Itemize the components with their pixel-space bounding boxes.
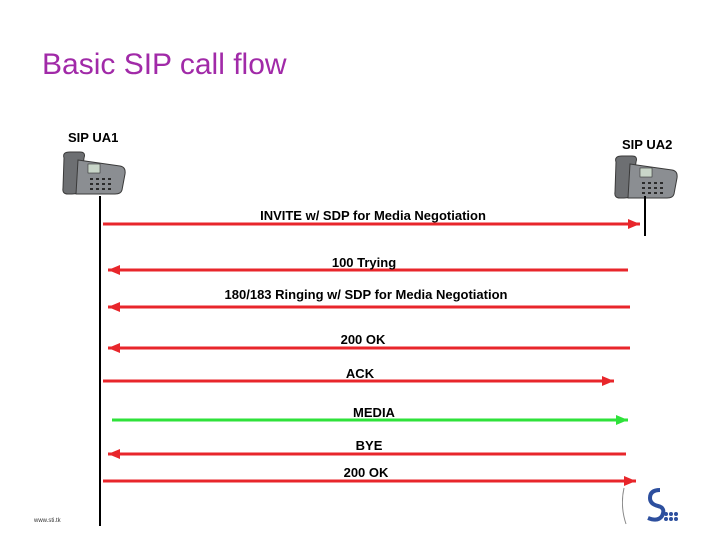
desk-phone-icon <box>612 154 680 205</box>
message-arrow-ack <box>103 376 614 386</box>
desk-phone-icon <box>60 150 128 201</box>
message-label-200-ok-final: 200 OK <box>343 465 389 480</box>
message-arrow-200-ok <box>108 343 630 353</box>
arrow-head <box>108 265 120 275</box>
arrow-head <box>108 343 120 353</box>
message-arrow-invite <box>103 219 640 229</box>
footer-url: www.sti.tk <box>34 518 61 524</box>
arrow-head <box>602 376 614 386</box>
message-label-200-ok: 200 OK <box>340 332 386 347</box>
message-arrow-media <box>112 415 628 425</box>
message-label-invite: INVITE w/ SDP for Media Negotiation <box>260 208 486 223</box>
ua2-lifeline <box>644 196 646 236</box>
arrow-head <box>628 219 640 229</box>
message-arrow-180-183-ringing <box>108 302 630 312</box>
message-label-100-trying: 100 Trying <box>331 255 397 270</box>
message-label-bye: BYE <box>355 438 383 453</box>
arrow-head <box>616 415 628 425</box>
message-label-ack: ACK <box>345 366 375 381</box>
sip-ua2-label: SIP UA2 <box>622 137 673 152</box>
ua1-lifeline <box>99 196 101 526</box>
sip-ua1-label: SIP UA1 <box>68 130 119 145</box>
message-arrow-100-trying <box>108 265 628 275</box>
page-title: Basic SIP call flow <box>42 48 287 81</box>
arrow-head <box>108 302 120 312</box>
message-label-media: MEDIA <box>353 405 395 420</box>
message-label-ringing: 180/183 Ringing w/ SDP for Media Negotia… <box>224 287 508 302</box>
arrow-head <box>108 449 120 459</box>
message-arrow-bye <box>108 449 626 459</box>
message-arrow-200-ok-final <box>103 476 636 486</box>
company-logo <box>621 484 682 533</box>
arrow-head <box>624 476 636 486</box>
